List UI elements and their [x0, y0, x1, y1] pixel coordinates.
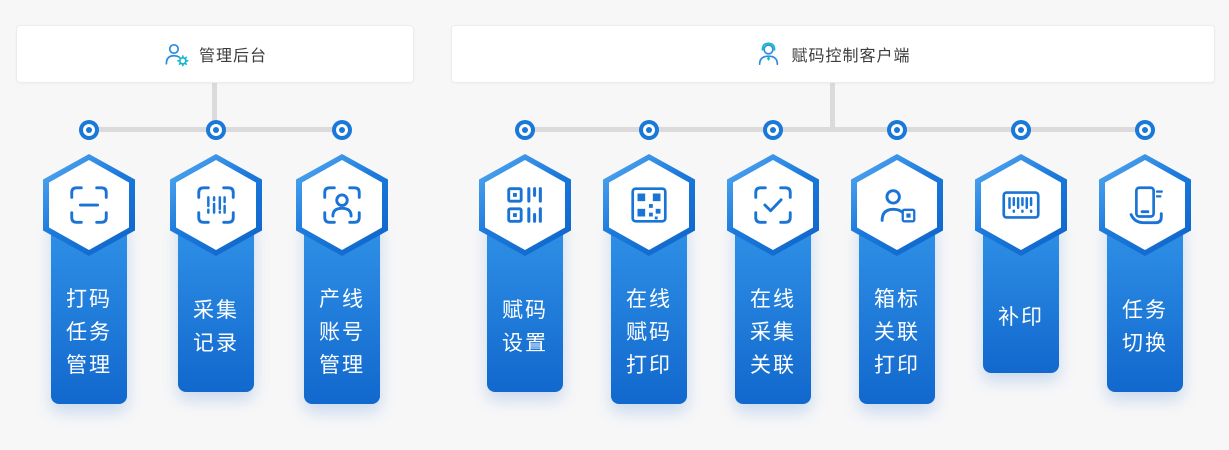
- support-user-icon: [755, 41, 782, 68]
- connector-stem: [211, 81, 217, 132]
- feature-label-line: 在线: [750, 288, 796, 311]
- qrcode-dense-icon: [609, 160, 689, 250]
- feature-label-line: 赋码: [626, 321, 672, 344]
- scan-barcode-icon: [176, 160, 256, 250]
- node-dot-core: [213, 127, 219, 133]
- node-dot-ring: [1015, 124, 1027, 136]
- node-dot: [887, 120, 907, 140]
- scan-person-icon: [302, 160, 382, 250]
- node-dot-ring: [891, 124, 903, 136]
- feature-label-line: 管理: [319, 354, 365, 377]
- barcode-icon: [981, 160, 1061, 250]
- scan-dash-icon: [49, 160, 129, 250]
- node-dot-core: [646, 127, 652, 133]
- node-dot-core: [522, 127, 528, 133]
- group-title: 管理后台: [198, 48, 267, 65]
- node-dot: [206, 120, 226, 140]
- feature-label-line: 关联: [874, 321, 920, 344]
- node-dot-ring: [643, 124, 655, 136]
- feature-label-line: 补印: [998, 305, 1044, 329]
- feature-label-line: 关联: [750, 354, 796, 377]
- node-dot-ring: [336, 124, 348, 136]
- hex-icon-tile: [296, 154, 388, 256]
- connector-stem: [829, 81, 835, 132]
- node-dot-core: [86, 127, 92, 133]
- feature-label-line: 打印: [626, 354, 672, 377]
- feature-label-line: 切换: [1122, 331, 1168, 355]
- group-title: 赋码控制客户端: [791, 48, 911, 65]
- node-dot: [763, 120, 783, 140]
- node-dot: [639, 120, 659, 140]
- feature-ribbon: 产线账号管理: [304, 215, 380, 404]
- feature-label-line: 管理: [66, 354, 112, 377]
- feature-label-line: 采集: [750, 321, 796, 344]
- scan-check-icon: [733, 160, 813, 250]
- feature-label-line: 账号: [319, 321, 365, 344]
- node-dot-core: [1018, 127, 1024, 133]
- feature-label-line: 任务: [66, 321, 112, 344]
- feature-ribbon: 任务切换: [1107, 215, 1183, 392]
- node-dot-ring: [1139, 124, 1151, 136]
- feature-label-line: 产线: [319, 288, 365, 311]
- hex-icon-tile: [479, 154, 571, 256]
- group-header-admin: 管理后台: [16, 25, 414, 83]
- node-dot-ring: [83, 124, 95, 136]
- node-dot-core: [1142, 127, 1148, 133]
- feature-label-line: 打印: [874, 354, 920, 377]
- node-dot-core: [894, 127, 900, 133]
- person-qr-icon: [857, 160, 937, 250]
- qrcode-icon: [485, 160, 565, 250]
- connector-horizontal: [525, 127, 1145, 132]
- node-dot-ring: [519, 124, 531, 136]
- feature-label-line: 打码: [66, 288, 112, 311]
- phone-hand-icon: [1105, 160, 1185, 250]
- hex-icon-tile: [1099, 154, 1191, 256]
- node-dot: [515, 120, 535, 140]
- feature-label-line: 赋码: [502, 298, 548, 322]
- admin-user-gear-icon: [163, 41, 190, 68]
- node-dot: [1135, 120, 1155, 140]
- feature-label-line: 箱标: [874, 288, 920, 311]
- node-dot-core: [770, 127, 776, 133]
- feature-label-line: 任务: [1122, 298, 1168, 322]
- node-dot-ring: [210, 124, 222, 136]
- node-dot: [332, 120, 352, 140]
- feature-label-line: 记录: [193, 331, 239, 355]
- node-dot-ring: [767, 124, 779, 136]
- node-dot: [79, 120, 99, 140]
- group-header-client: 赋码控制客户端: [451, 25, 1215, 83]
- feature-label-line: 设置: [502, 331, 548, 355]
- feature-label-line: 采集: [193, 298, 239, 322]
- node-dot-core: [339, 127, 345, 133]
- node-dot: [1011, 120, 1031, 140]
- feature-ribbon: 箱标关联打印: [859, 215, 935, 404]
- feature-label-line: 在线: [626, 288, 672, 311]
